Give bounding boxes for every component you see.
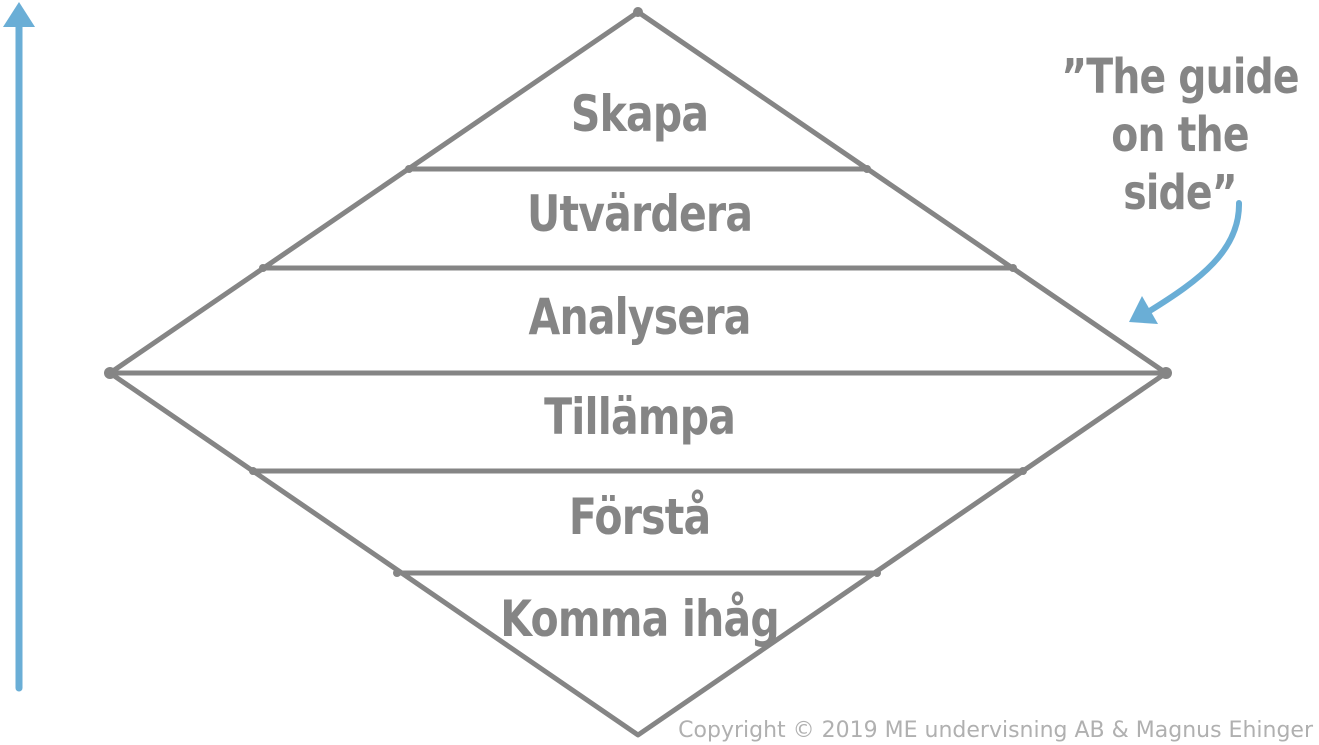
arrow-up-icon	[3, 2, 35, 692]
guide-on-the-side-annotation: ”The guide on the side”	[1057, 48, 1303, 222]
diamond-outline	[107, 9, 1169, 738]
level-komma-ihag: Komma ihåg	[500, 590, 779, 648]
level-analysera: Analysera	[528, 288, 752, 346]
level-tillampa: Tillämpa	[544, 388, 736, 446]
level-skapa: Skapa	[570, 85, 709, 143]
annotation-line-1: ”The guide	[1061, 49, 1299, 105]
curved-arrow-icon	[1129, 200, 1243, 324]
vertex-dots	[104, 7, 1172, 577]
copyright-notice: Copyright © 2019 ME undervisning AB & Ma…	[678, 718, 1313, 743]
level-utvardera: Utvärdera	[527, 185, 753, 243]
level-forsta: Förstå	[568, 488, 711, 546]
annotation-line-2: on the side”	[1111, 107, 1249, 221]
